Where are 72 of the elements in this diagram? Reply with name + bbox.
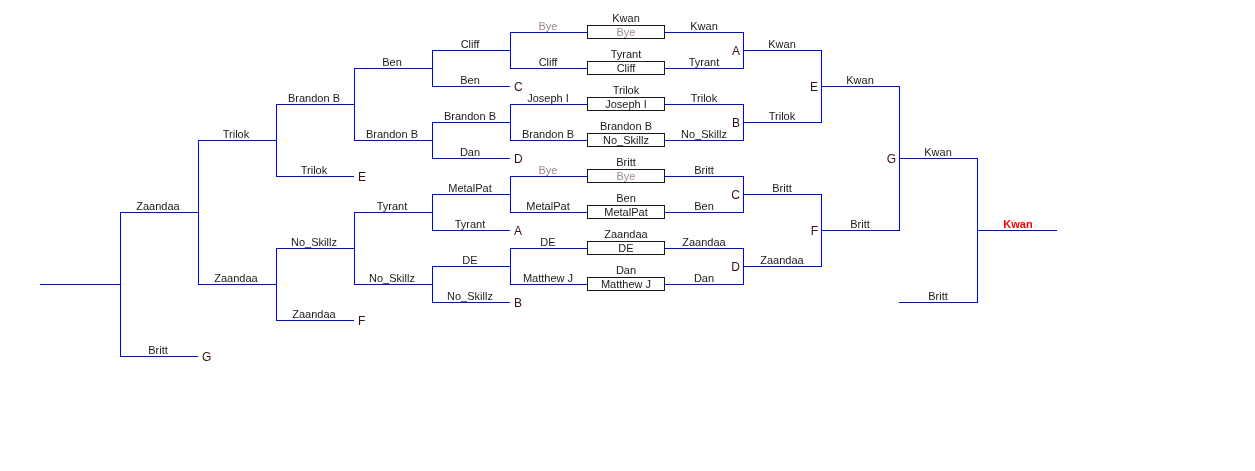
match-box: No_Skillz (587, 133, 665, 147)
match-letter: F (358, 315, 366, 327)
player-name: No_Skillz (368, 272, 416, 284)
player-name: Brandon B (599, 120, 653, 132)
match-letter: E (358, 171, 366, 183)
player-name: Tyrant (687, 56, 721, 68)
player-name: Brandon B (443, 110, 497, 122)
player-name: Kwan (767, 38, 797, 50)
player-name: Trilok (767, 110, 797, 122)
player-name: Bye (537, 164, 559, 176)
player-name: Kwan (689, 20, 719, 32)
match-letter: F (810, 225, 818, 237)
player-name: Kwan (845, 74, 875, 86)
match-box: Cliff (587, 61, 665, 75)
match-box: DE (587, 241, 665, 255)
player-name: Tyrant (453, 218, 487, 230)
match-box: Bye (587, 25, 665, 39)
player-name: Bye (537, 20, 559, 32)
player-name: Britt (927, 290, 949, 302)
player-name: Ben (615, 192, 637, 204)
player-name: Britt (849, 218, 871, 230)
player-name: Kwan (923, 146, 953, 158)
player-name: Zaandaa (213, 272, 259, 284)
player-name: Ben (381, 56, 403, 68)
player-name: Brandon B (521, 128, 575, 140)
player-name: Trilok (611, 84, 641, 96)
player-name: Zaandaa (135, 200, 181, 212)
player-name: No_Skillz (446, 290, 494, 302)
player-name: Britt (771, 182, 793, 194)
player-name: Trilok (221, 128, 251, 140)
match-box: MetalPat (587, 205, 665, 219)
match-letter: C (514, 81, 523, 93)
match-letter: G (202, 351, 212, 363)
player-name: Trilok (299, 164, 329, 176)
player-name: Brandon B (287, 92, 341, 104)
match-letter: D (514, 153, 523, 165)
player-name: Cliff (537, 56, 559, 68)
player-name: Ben (693, 200, 715, 212)
match-letter: D (731, 261, 740, 273)
match-box: Joseph I (587, 97, 665, 111)
player-name: Zaandaa (603, 228, 649, 240)
player-name: Zaandaa (291, 308, 337, 320)
player-name: Zaandaa (681, 236, 727, 248)
player-name: Dan (614, 264, 638, 276)
player-name: Dan (458, 146, 482, 158)
player-name: Britt (693, 164, 715, 176)
player-name: No_Skillz (290, 236, 338, 248)
match-letter: E (810, 81, 818, 93)
match-letter: G (886, 153, 896, 165)
match-box: Bye (587, 169, 665, 183)
player-name: Brandon B (365, 128, 419, 140)
champion-name: Kwan (1002, 218, 1034, 230)
player-name: Tyrant (609, 48, 643, 60)
player-name: Tyrant (375, 200, 409, 212)
match-letter: B (732, 117, 740, 129)
player-name: No_Skillz (680, 128, 728, 140)
match-letter: B (514, 297, 522, 309)
player-name: Britt (147, 344, 169, 356)
player-name: Britt (615, 156, 637, 168)
player-name: Kwan (611, 12, 641, 24)
match-box: Matthew J (587, 277, 665, 291)
player-name: DE (539, 236, 557, 248)
player-name: Zaandaa (759, 254, 805, 266)
player-name: Ben (459, 74, 481, 86)
player-name: Cliff (459, 38, 481, 50)
player-name: DE (461, 254, 479, 266)
match-letter: A (514, 225, 522, 237)
player-name: MetalPat (447, 182, 493, 194)
player-name: MetalPat (525, 200, 571, 212)
match-letter: C (731, 189, 740, 201)
player-name: Joseph I (526, 92, 570, 104)
match-letter: A (732, 45, 740, 57)
